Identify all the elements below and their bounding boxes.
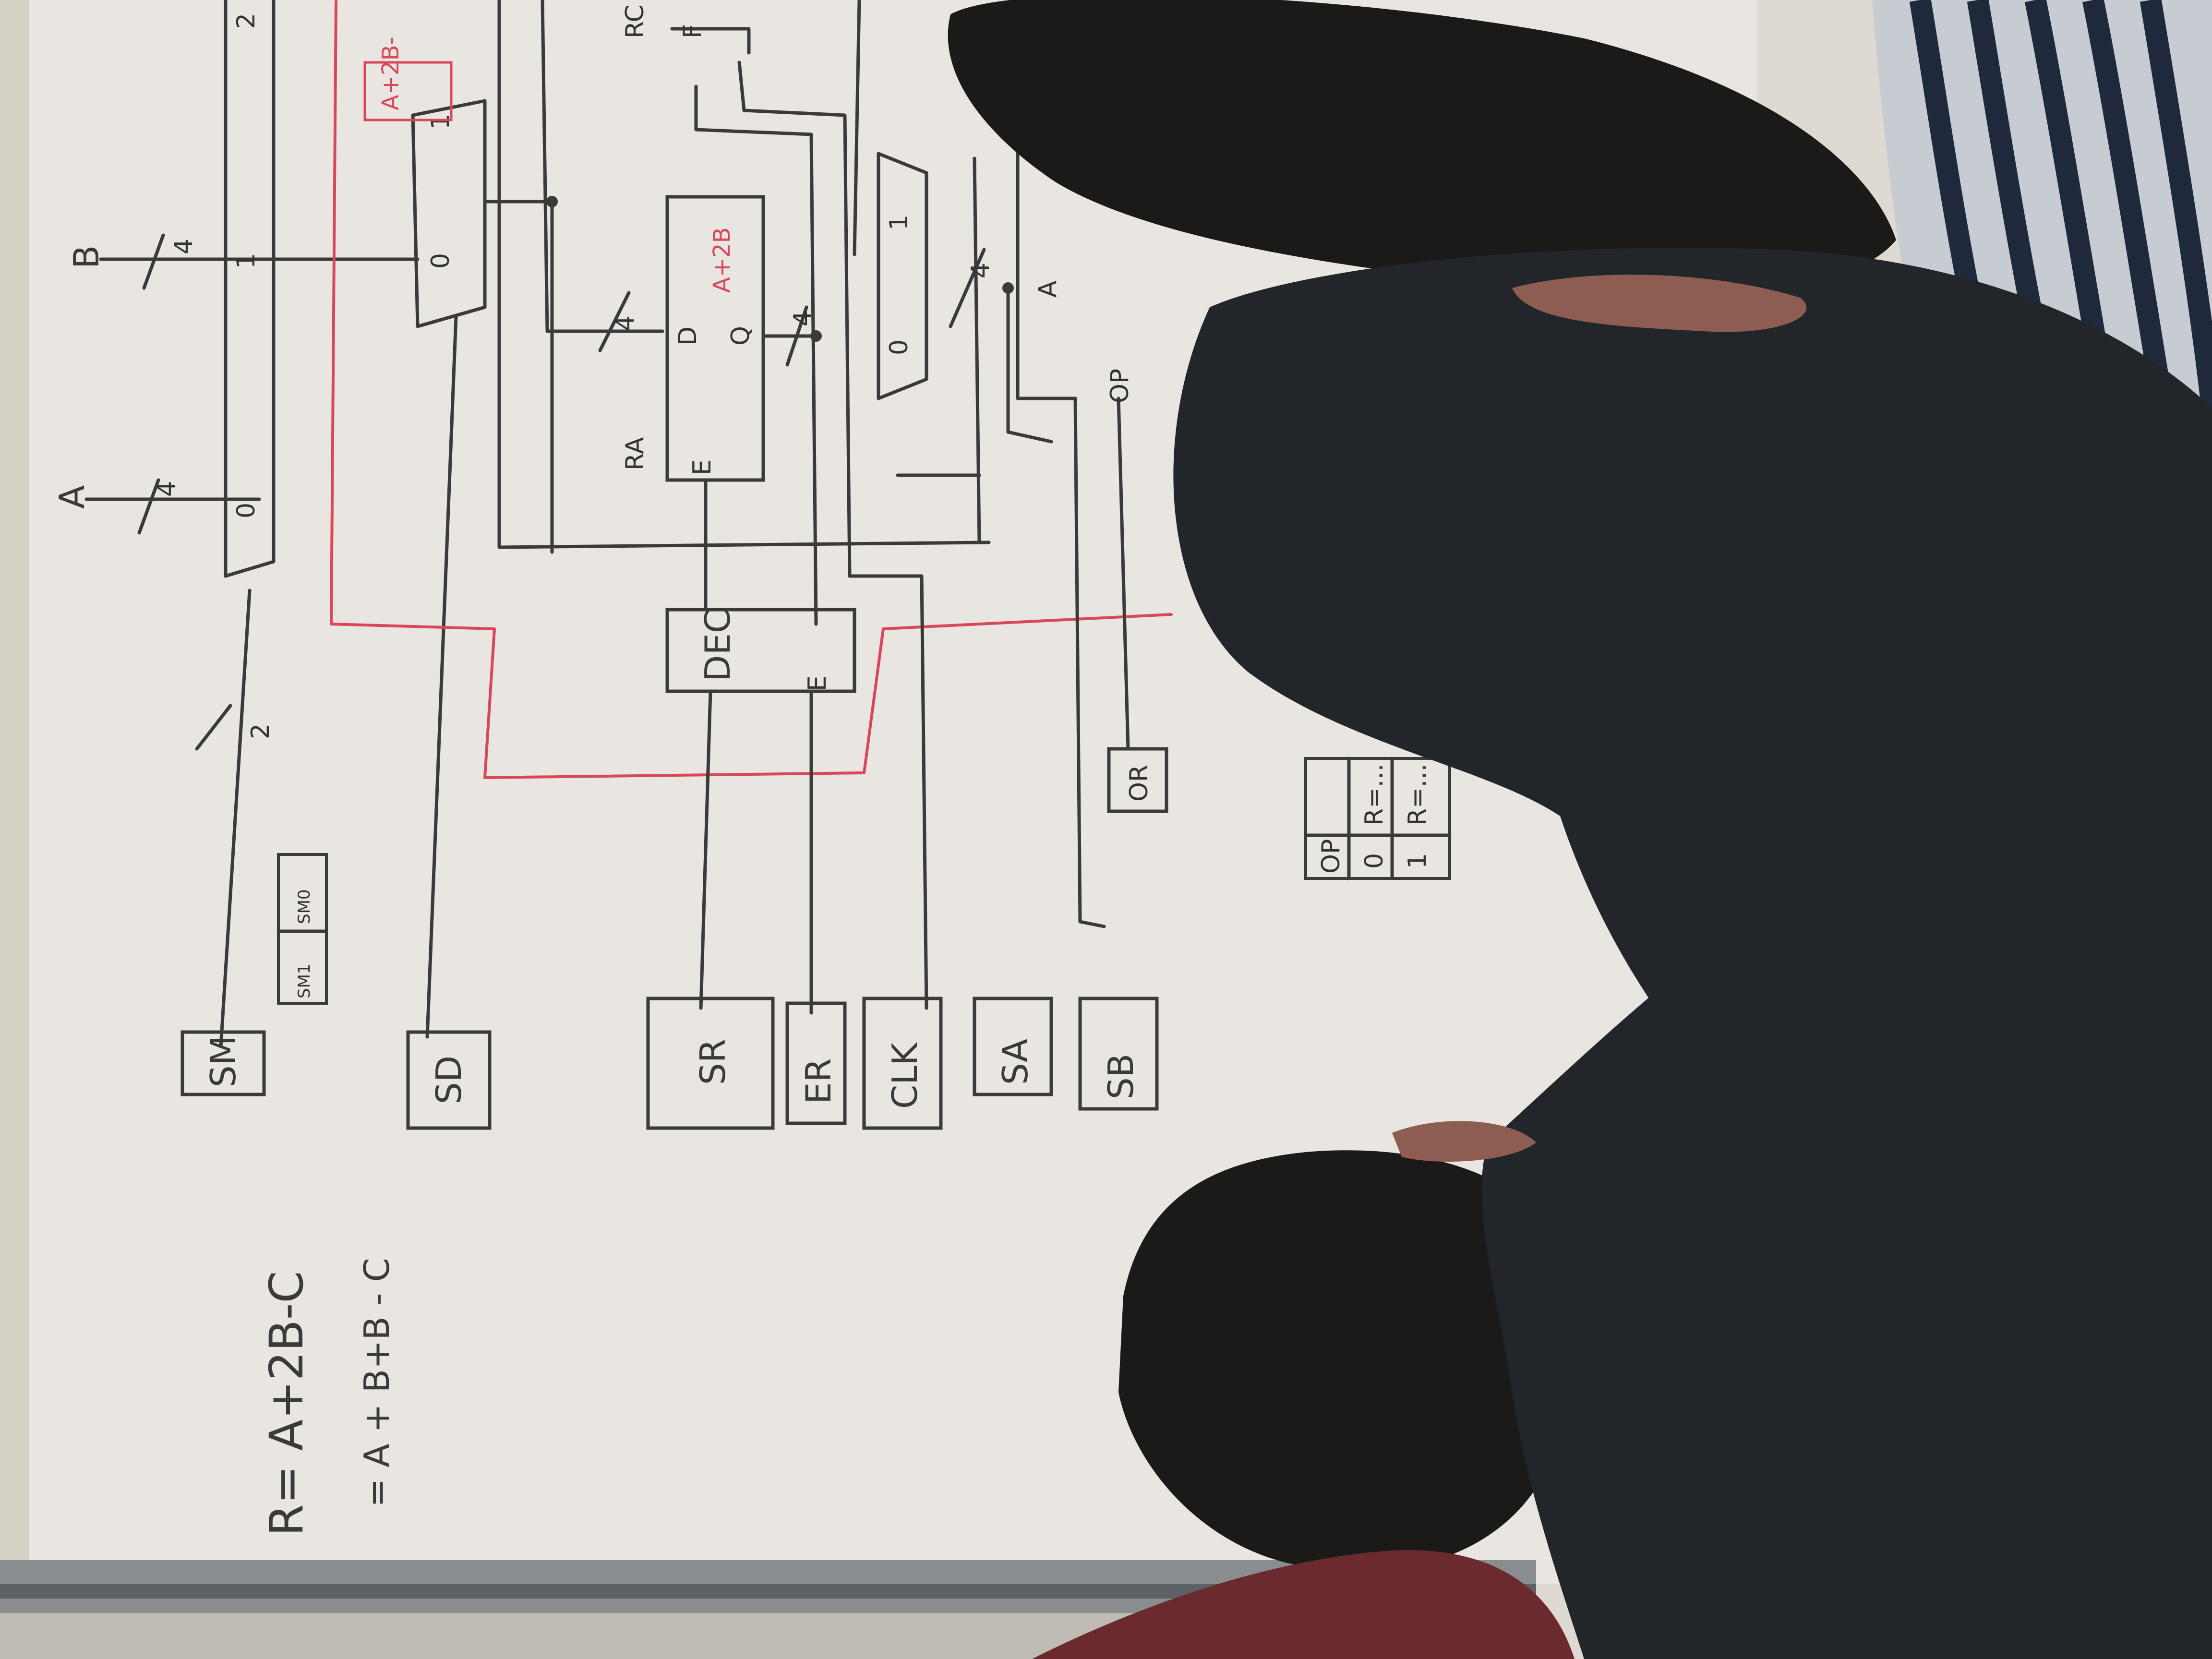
- signal-sa: SA: [995, 1039, 1035, 1085]
- signal-sb: SB: [1101, 1054, 1141, 1099]
- op-table-row-1-val: R=...: [1403, 764, 1432, 826]
- signal-er: ER: [798, 1058, 839, 1104]
- sm1-label: SM1: [295, 963, 314, 998]
- register-ra: RA D Q E A+2B 4: [621, 195, 822, 612]
- red-label: A+2B-: [377, 36, 404, 110]
- mux-upper-label-2: 2: [232, 13, 261, 29]
- register-content: A+2B: [709, 227, 735, 293]
- equation-line-1: R= A+2B-C: [260, 1271, 313, 1536]
- op-label: OP: [1106, 369, 1134, 403]
- sm0-label: SM0: [295, 889, 314, 924]
- sm-line: 2: [195, 589, 275, 1048]
- mux-right-label-0: 0: [885, 339, 914, 355]
- input-b-label: B: [66, 245, 107, 269]
- op-table-header: OP: [1317, 839, 1346, 874]
- op-line: OP OR: [1106, 369, 1168, 813]
- signal-boxes: SM SD SR ER CLK SA SB: [180, 997, 1159, 1130]
- equation-line-2: = A + B+B - C: [357, 1258, 397, 1507]
- circuit-diagram: A 4 B 4 0 1 2 2 0 1: [52, 0, 1452, 1536]
- mux-b: 0 1: [411, 99, 487, 1039]
- person-left: [1032, 844, 2212, 1659]
- input-a-label: A: [52, 485, 92, 509]
- op-box: OR: [1125, 765, 1154, 802]
- signal-sd: SD: [429, 1056, 469, 1104]
- mux-upper: 0 1 2: [224, 0, 276, 578]
- op-table-row-0-key: 0: [1360, 853, 1389, 869]
- mux-upper-label-0: 0: [232, 503, 261, 518]
- bus-width: 4: [611, 315, 640, 331]
- mux-b-sel: A: [1034, 280, 1062, 298]
- decoder-e: E: [803, 675, 832, 691]
- op-table-row-1-key: 1: [1403, 853, 1432, 869]
- signal-clk: CLK: [885, 1042, 925, 1109]
- sm-width: 2: [246, 723, 275, 739]
- whiteboard-frame-left: [0, 0, 29, 1659]
- f-label: F: [678, 24, 707, 38]
- mux-right-label-1: 1: [885, 215, 914, 230]
- sm-bits-box: SM1 SM0: [276, 853, 328, 1005]
- mux-right: 0 1 4 A RC F: [621, 0, 1106, 1010]
- input-a: A 4: [52, 478, 261, 535]
- mux-upper-label-1: 1: [232, 253, 261, 269]
- equation: R= A+2B-C = A + B+B - C: [260, 1258, 397, 1536]
- op-table: OP 0 R=... 1 R=...: [1304, 757, 1452, 880]
- decoder: DEC E: [665, 608, 856, 1015]
- bus-lines: 4: [483, 0, 991, 554]
- input-b-width: 4: [169, 239, 198, 254]
- register-d: D: [673, 326, 702, 346]
- d-width: 4: [966, 263, 995, 278]
- mux-b-label-0: 0: [426, 253, 455, 269]
- input-a-width: 4: [153, 481, 181, 497]
- register-q: Q: [726, 326, 755, 346]
- red-wire: A+2B-: [330, 0, 1173, 779]
- signal-sr: SR: [693, 1039, 733, 1085]
- signal-sm: SM: [203, 1035, 243, 1087]
- op-table-row-0-val: R=...: [1360, 764, 1389, 826]
- decoder-name: DEC: [697, 609, 738, 682]
- register-e: E: [688, 459, 717, 475]
- register-name: RA: [621, 437, 649, 470]
- input-b: B 4: [66, 233, 420, 290]
- rc-label: RC: [621, 5, 649, 38]
